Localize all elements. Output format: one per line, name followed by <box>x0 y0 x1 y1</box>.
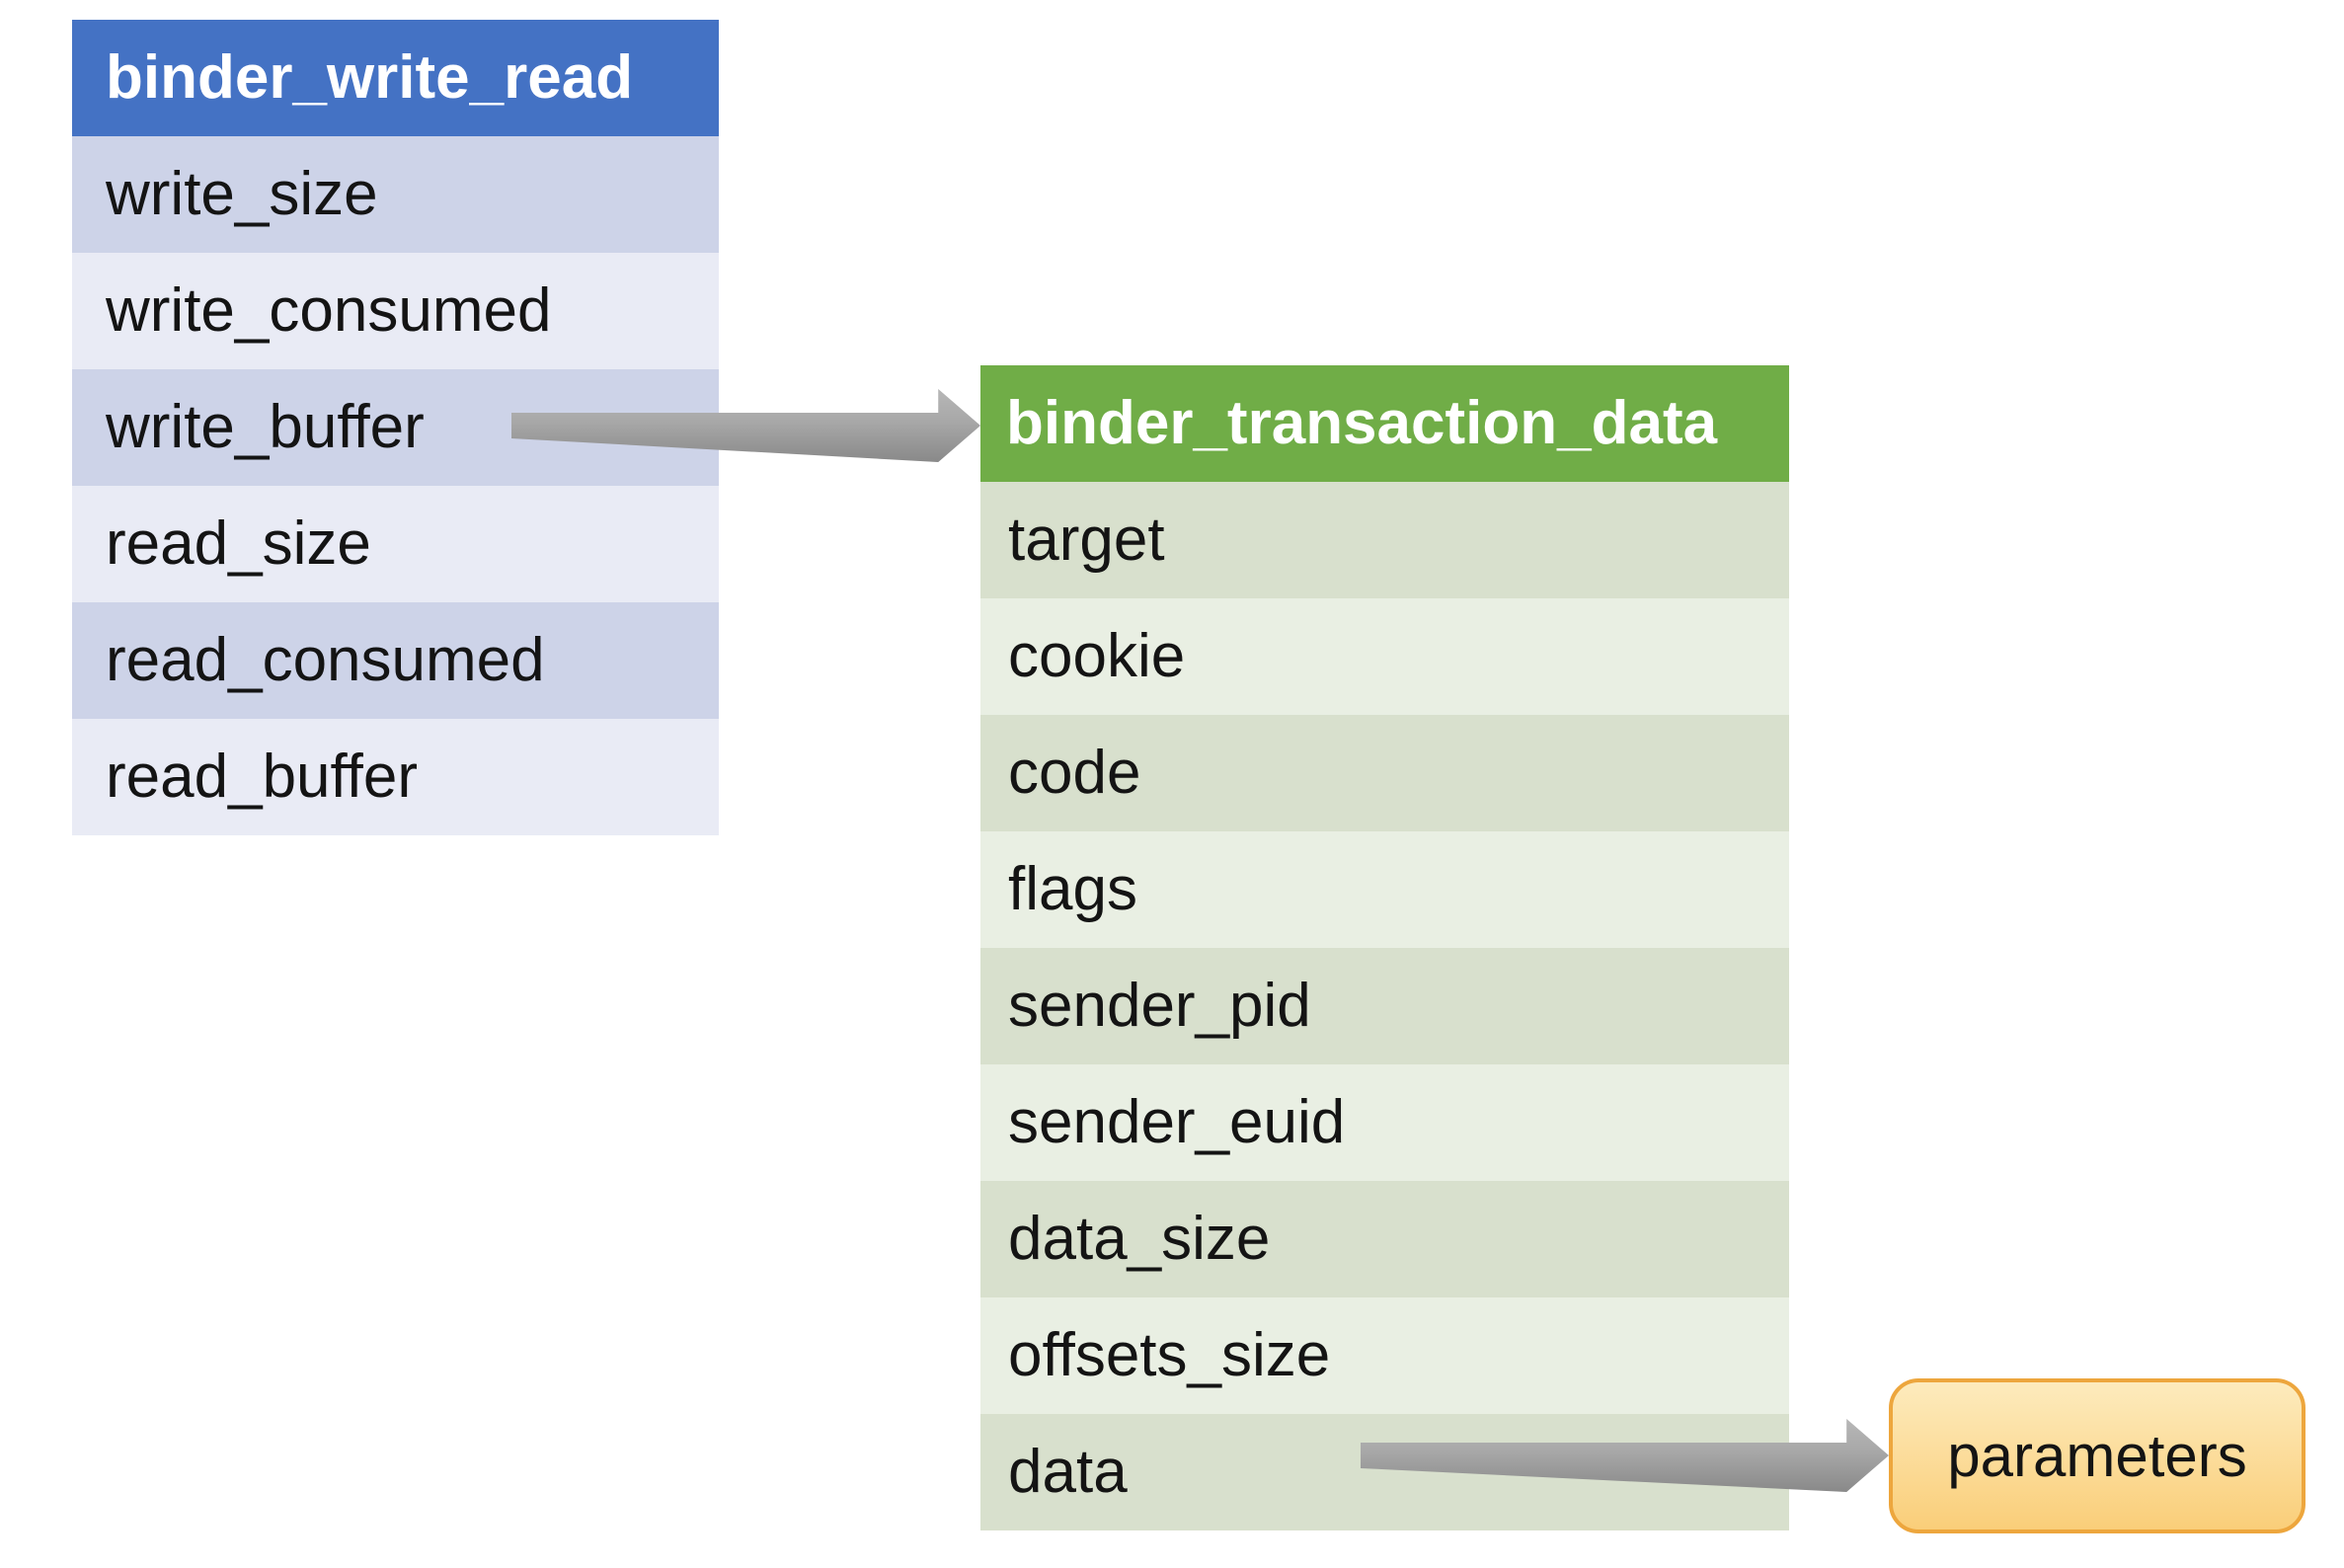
table-row-code: code <box>980 715 1789 831</box>
table-row-sender_pid: sender_pid <box>980 948 1789 1064</box>
table-row-write_size: write_size <box>72 136 719 253</box>
table-row-read_consumed: read_consumed <box>72 602 719 719</box>
table-row-target: target <box>980 482 1789 598</box>
parameters-box: parameters <box>1889 1378 2305 1533</box>
table-row-flags: flags <box>980 831 1789 948</box>
table-row-cookie: cookie <box>980 598 1789 715</box>
binder-write-read-header: binder_write_read <box>72 20 719 136</box>
table-row-offsets_size: offsets_size <box>980 1297 1789 1414</box>
table-row-read_size: read_size <box>72 486 719 602</box>
parameters-label: parameters <box>1947 1423 2247 1489</box>
table-row-write_consumed: write_consumed <box>72 253 719 369</box>
table-row-read_buffer: read_buffer <box>72 719 719 835</box>
table-row-sender_euid: sender_euid <box>980 1064 1789 1181</box>
binder-transaction-data-header: binder_transaction_data <box>980 365 1789 482</box>
table-row-data_size: data_size <box>980 1181 1789 1297</box>
